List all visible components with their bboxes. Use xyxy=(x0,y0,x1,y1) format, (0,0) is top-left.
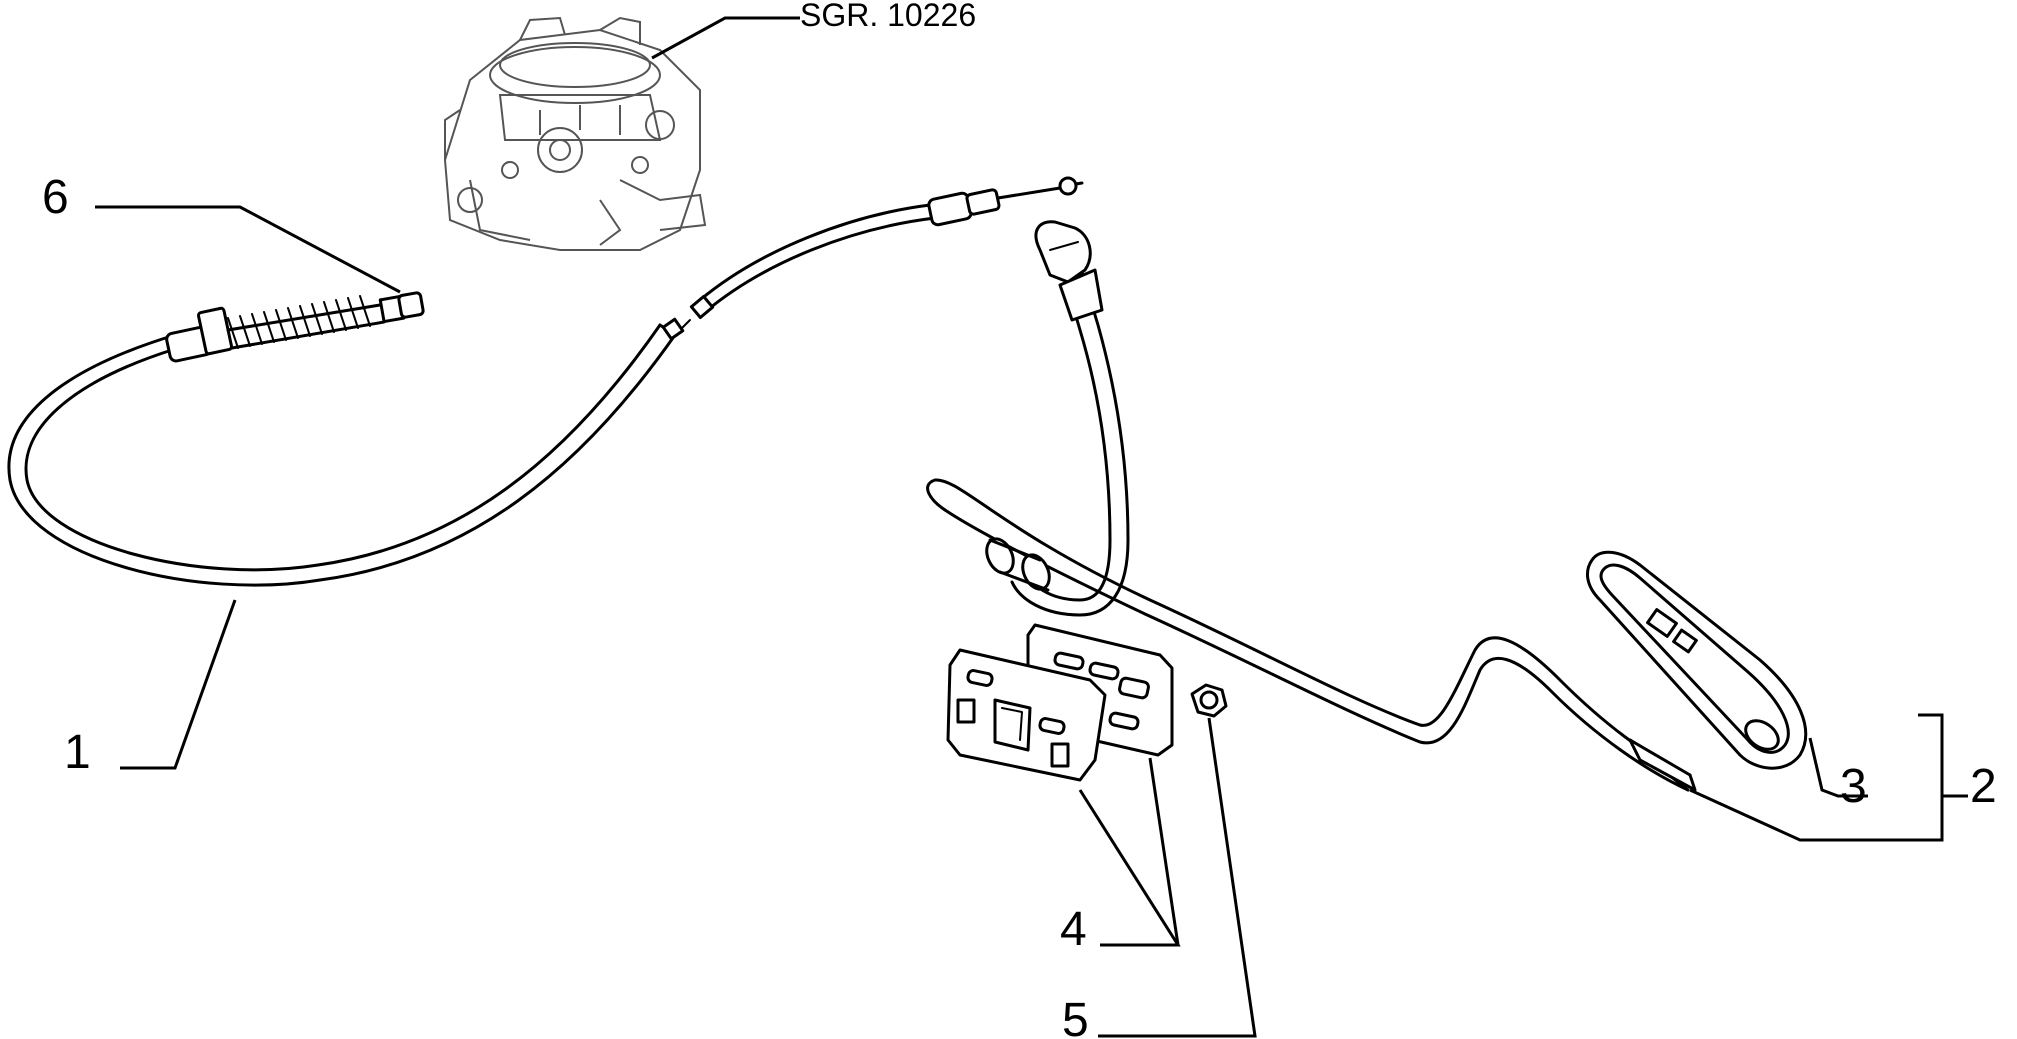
accelerator-cable xyxy=(7,176,1084,587)
callout-1: 1 xyxy=(64,726,91,779)
callout-2: 2 xyxy=(1970,760,1997,813)
leader-lines xyxy=(95,205,1968,1038)
reference-label: SGR. 10226 xyxy=(800,0,976,33)
callout-3: 3 xyxy=(1840,760,1867,813)
accelerator-pedal-assembly xyxy=(926,220,1697,792)
stop-plate-front xyxy=(946,648,1107,782)
pedal-pad xyxy=(1586,550,1808,770)
carburettor-illustration xyxy=(443,16,707,251)
reference-callout: SGR. 10226 xyxy=(651,0,976,60)
nut xyxy=(1190,683,1228,718)
callout-4: 4 xyxy=(1060,903,1087,956)
callout-5: 5 xyxy=(1062,994,1089,1039)
callout-6: 6 xyxy=(42,171,69,224)
